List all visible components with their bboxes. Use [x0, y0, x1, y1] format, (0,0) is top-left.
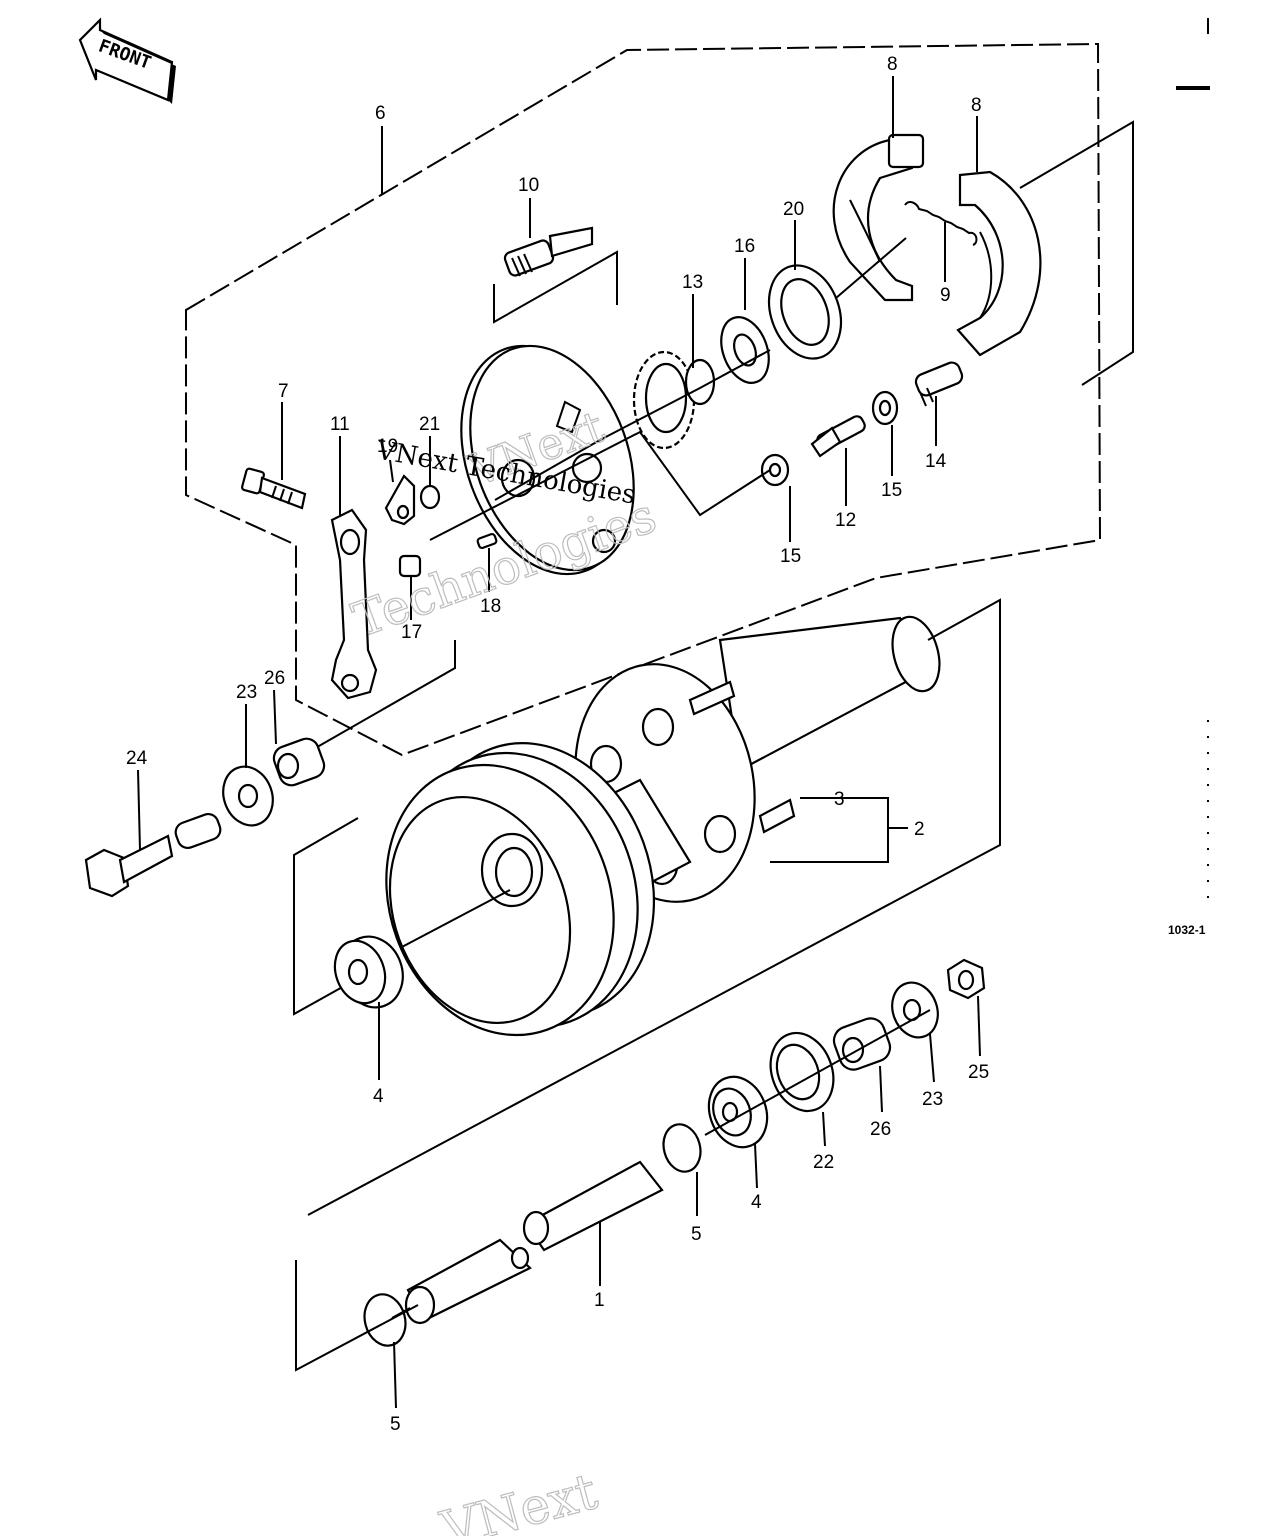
o-ring-21 — [419, 484, 441, 510]
callout-19: 19 — [377, 436, 398, 457]
callout-17: 17 — [401, 622, 422, 643]
callout-20: 20 — [783, 199, 804, 220]
watermark-bottom: VNext — [435, 1462, 603, 1536]
washer-23-right — [891, 981, 939, 1039]
axle-assembly-line — [311, 640, 456, 751]
callout-5-upper: 5 — [691, 1224, 702, 1245]
callout-16: 16 — [734, 236, 755, 257]
callout-11: 11 — [330, 414, 350, 435]
callout-4-right: 4 — [751, 1192, 762, 1213]
wear-indicator — [384, 474, 416, 526]
washer-15-lower — [760, 453, 790, 487]
callout-10: 10 — [518, 175, 539, 196]
callout-21: 21 — [419, 414, 440, 435]
callout-26-left: 26 — [264, 668, 285, 689]
callout-numbers: 6 7 11 19 21 17 18 10 13 16 20 8 8 9 14 … — [126, 54, 989, 1435]
brake-axis-line-2 — [429, 430, 771, 541]
hub-left-bracket-line — [293, 817, 359, 1016]
callout-23-left: 23 — [236, 682, 257, 703]
callout-15-lower: 15 — [780, 546, 801, 567]
axle-spacer-lower — [404, 1238, 532, 1325]
speedometer-gear — [632, 350, 716, 450]
grease-seal-22 — [769, 1031, 835, 1113]
front-arrow-icon: FRONT — [78, 17, 176, 104]
callout-8-left: 8 — [887, 54, 898, 75]
cam-lever-bolt — [241, 467, 307, 510]
callout-22: 22 — [813, 1152, 834, 1173]
collar-26-left — [272, 737, 326, 787]
circlip-5-upper — [662, 1123, 702, 1173]
bearing-axis-line-left — [399, 889, 511, 949]
callout-2: 2 — [914, 819, 925, 840]
stud-bracket-line — [770, 797, 889, 863]
circlip-5-lower — [363, 1293, 407, 1347]
callout-6: 6 — [375, 103, 386, 124]
brake-shoe-right — [956, 170, 1042, 357]
return-spring — [904, 201, 978, 246]
hub-bracket-line — [307, 598, 1001, 1216]
cam-pin — [476, 532, 498, 550]
callout-5-lower: 5 — [390, 1414, 401, 1435]
callout-18: 18 — [480, 596, 501, 617]
axle-bracket-line — [295, 1260, 419, 1372]
brake-panel-assembly-outline — [185, 42, 1102, 757]
callout-14: 14 — [925, 451, 947, 472]
callout-23-right: 23 — [922, 1089, 943, 1110]
callout-13: 13 — [682, 272, 703, 293]
brake-axis-line — [494, 349, 771, 501]
collar-26-right — [832, 1017, 892, 1071]
axle-axis-line — [704, 1009, 931, 1136]
callout-7: 7 — [278, 381, 289, 402]
brake-cam-lever — [330, 508, 378, 700]
brake-panel — [460, 344, 635, 576]
brake-shoe-left — [832, 133, 925, 302]
page-edge-marks — [1176, 18, 1210, 90]
callout-3: 3 — [834, 789, 845, 810]
figure-code: 1032-1 — [1168, 923, 1206, 937]
callout-12: 12 — [835, 510, 856, 531]
callout-26-right: 26 — [870, 1119, 891, 1140]
callout-15-upper: 15 — [881, 480, 902, 501]
speedometer-pinion — [810, 415, 866, 458]
callout-1: 1 — [594, 1290, 605, 1311]
brake-cam — [493, 226, 618, 324]
brake-shoe-bracket — [1019, 120, 1134, 386]
bearing-4-left — [333, 935, 404, 1009]
grease-seal — [767, 264, 843, 360]
callout-8-right: 8 — [971, 95, 982, 116]
axle-bolt — [84, 834, 174, 898]
washer-23-left — [222, 765, 274, 827]
washer-15-upper — [871, 390, 899, 426]
axle-collar-threaded — [174, 812, 222, 850]
axle-nut — [946, 958, 986, 1000]
callout-24: 24 — [126, 748, 148, 769]
callout-4-left: 4 — [373, 1086, 384, 1107]
bearing-4-right — [707, 1075, 769, 1149]
gear-retainer — [720, 316, 770, 384]
shoe-axis-line — [835, 237, 907, 299]
leader-lines — [137, 76, 981, 1409]
wheel-hub — [385, 615, 941, 1037]
grease-fitting — [914, 361, 964, 407]
callout-9: 9 — [940, 285, 951, 306]
axle-spacer-upper — [522, 1160, 664, 1252]
callout-25: 25 — [968, 1062, 989, 1083]
